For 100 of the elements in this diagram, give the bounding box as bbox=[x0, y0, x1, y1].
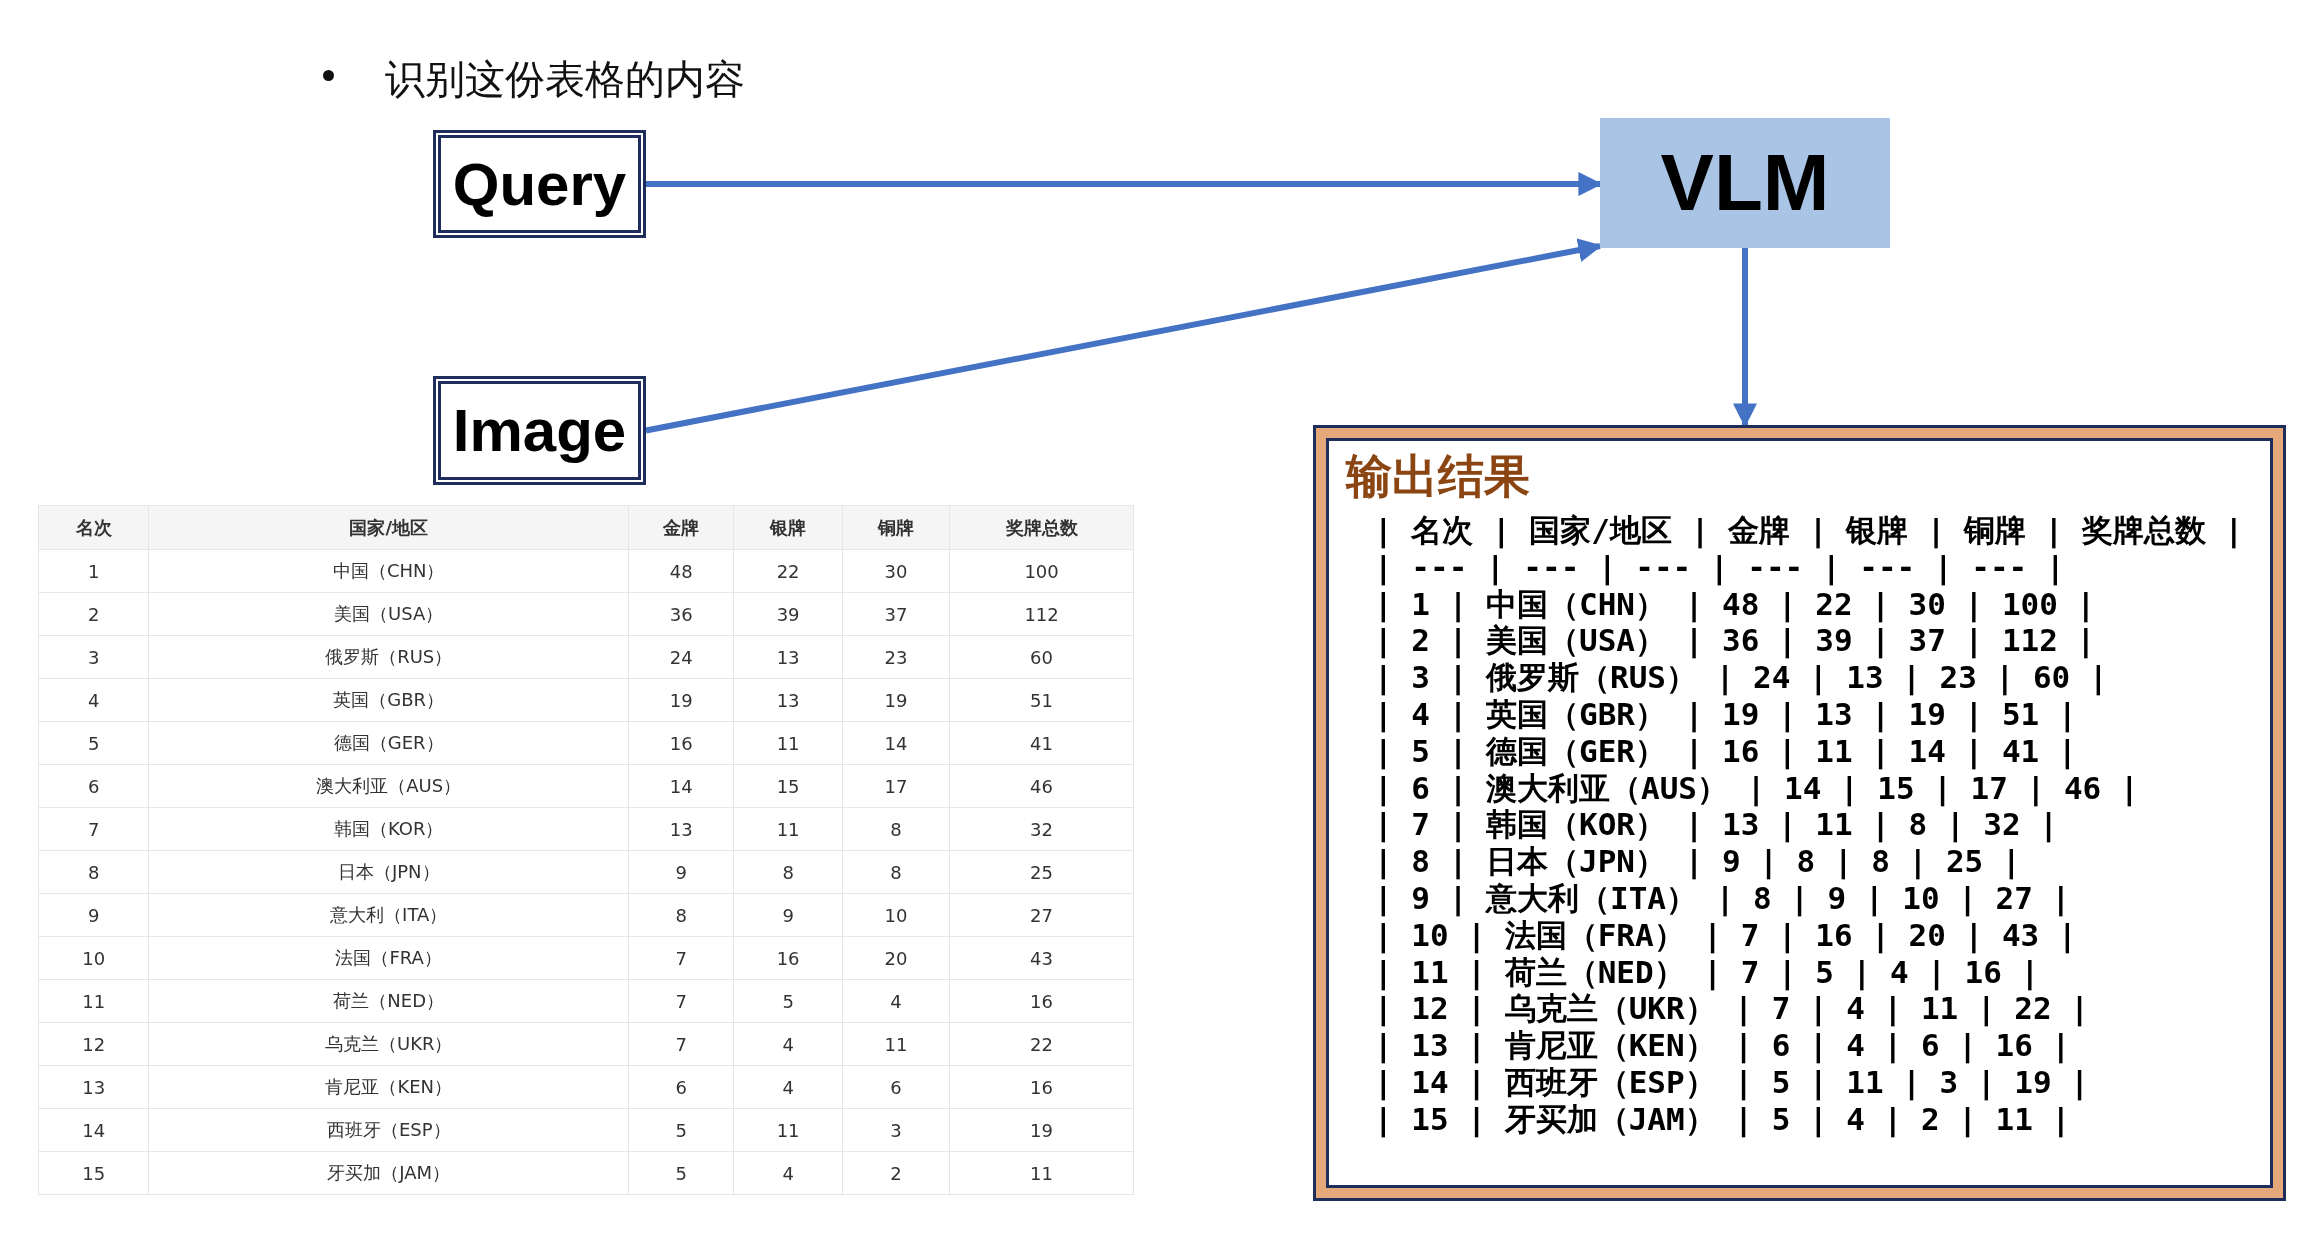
table-cell: 乌克兰（UKR） bbox=[148, 1022, 629, 1066]
table-cell: 11 bbox=[842, 1022, 950, 1066]
table-cell: 2 bbox=[38, 592, 149, 636]
note-text: 识别这份表格的内容 bbox=[385, 55, 745, 104]
table-cell: 46 bbox=[949, 764, 1134, 808]
table-cell: 3 bbox=[842, 1108, 950, 1152]
output-line: | 4 | 英国（GBR） | 19 | 13 | 19 | 51 | bbox=[1374, 696, 2077, 733]
output-line: | --- | --- | --- | --- | --- | --- | bbox=[1374, 548, 2065, 586]
table-cell: 6 bbox=[38, 764, 149, 808]
table-cell: 36 bbox=[628, 592, 734, 636]
table-cell: 15 bbox=[733, 764, 843, 808]
table-cell: 4 bbox=[38, 678, 149, 722]
table-cell: 48 bbox=[628, 549, 734, 593]
table-cell: 5 bbox=[733, 979, 843, 1023]
panel-heading: 输出结果 bbox=[1346, 448, 1530, 505]
output-panel bbox=[1316, 428, 2283, 1198]
table-cell: 西班牙（ESP） bbox=[148, 1108, 629, 1152]
table-cell: 15 bbox=[38, 1151, 149, 1195]
header-cell: 银牌 bbox=[733, 505, 843, 550]
output-line: | 1 | 中国（CHN） | 48 | 22 | 30 | 100 | bbox=[1374, 585, 2096, 623]
table-cell: 32 bbox=[949, 807, 1134, 851]
header-cell: 铜牌 bbox=[842, 505, 950, 550]
table-cell: 荷兰（NED） bbox=[148, 979, 629, 1023]
output-line: | 12 | 乌克兰（UKR） | 7 | 4 | 11 | 22 | bbox=[1374, 990, 2089, 1028]
table-cell: 16 bbox=[628, 721, 734, 765]
table-cell: 16 bbox=[949, 979, 1134, 1023]
table-cell: 7 bbox=[628, 979, 734, 1023]
table-cell: 39 bbox=[733, 592, 843, 636]
table-cell: 1 bbox=[38, 549, 149, 593]
table-cell: 4 bbox=[733, 1151, 843, 1195]
table-cell: 13 bbox=[628, 807, 734, 851]
output-line: | 6 | 澳大利亚（AUS） | 14 | 15 | 17 | 46 | bbox=[1374, 769, 2139, 807]
table-cell: 4 bbox=[733, 1065, 843, 1109]
table-cell: 13 bbox=[733, 678, 843, 722]
table-cell: 2 bbox=[842, 1151, 950, 1195]
table-cell: 22 bbox=[733, 549, 843, 593]
table-cell: 10 bbox=[842, 893, 950, 937]
box-label: VLM bbox=[1660, 137, 1830, 229]
table-cell: 12 bbox=[38, 1022, 149, 1066]
table-cell: 10 bbox=[38, 936, 149, 980]
table-cell: 9 bbox=[628, 850, 734, 894]
table-cell: 11 bbox=[733, 807, 843, 851]
header-cell: 国家/地区 bbox=[148, 505, 629, 550]
header-cell: 名次 bbox=[38, 505, 149, 550]
table-cell: 41 bbox=[949, 721, 1134, 765]
table-cell: 9 bbox=[733, 893, 843, 937]
table-cell: 美国（USA） bbox=[148, 592, 629, 636]
table-cell: 中国（CHN） bbox=[148, 549, 629, 593]
table-cell: 韩国（KOR） bbox=[148, 807, 629, 851]
table-cell: 43 bbox=[949, 936, 1134, 980]
table-cell: 25 bbox=[949, 850, 1134, 894]
image-box bbox=[433, 376, 646, 485]
table-cell: 3 bbox=[38, 635, 149, 679]
table-cell: 俄罗斯（RUS） bbox=[148, 635, 629, 679]
table-cell: 8 bbox=[842, 850, 950, 894]
output-line: | 13 | 肯尼亚（KEN） | 6 | 4 | 6 | 16 | bbox=[1374, 1027, 2071, 1064]
table-cell: 11 bbox=[949, 1151, 1134, 1195]
table-cell: 14 bbox=[38, 1108, 149, 1152]
table-cell: 24 bbox=[628, 635, 734, 679]
table-cell: 7 bbox=[628, 936, 734, 980]
table-cell: 6 bbox=[842, 1065, 950, 1109]
header-cell: 奖牌总数 bbox=[949, 505, 1134, 550]
table-cell: 9 bbox=[38, 893, 149, 937]
table-cell: 8 bbox=[842, 807, 950, 851]
table-cell: 5 bbox=[628, 1108, 734, 1152]
table-cell: 60 bbox=[949, 635, 1134, 679]
table-cell: 13 bbox=[733, 635, 843, 679]
table-cell: 19 bbox=[842, 678, 950, 722]
table-cell: 11 bbox=[733, 1108, 843, 1152]
box-label: Image bbox=[452, 396, 627, 465]
table-cell: 30 bbox=[842, 549, 950, 593]
table-cell: 100 bbox=[949, 549, 1134, 593]
output-line: | 14 | 西班牙（ESP） | 5 | 11 | 3 | 19 | bbox=[1374, 1063, 2089, 1101]
table-cell: 17 bbox=[842, 764, 950, 808]
arrow bbox=[645, 238, 1603, 434]
table-cell: 8 bbox=[38, 850, 149, 894]
table-cell: 22 bbox=[949, 1022, 1134, 1066]
table-cell: 7 bbox=[628, 1022, 734, 1066]
table-cell: 13 bbox=[38, 1065, 149, 1109]
table-cell: 23 bbox=[842, 635, 950, 679]
table-cell: 日本（JPN） bbox=[148, 850, 629, 894]
output-line: | 8 | 日本（JPN） | 9 | 8 | 8 | 25 | bbox=[1374, 843, 2021, 880]
table-cell: 16 bbox=[733, 936, 843, 980]
table-cell: 19 bbox=[949, 1108, 1134, 1152]
header-cell: 金牌 bbox=[628, 505, 734, 550]
output-line: | 5 | 德国（GER） | 16 | 11 | 14 | 41 | bbox=[1374, 732, 2077, 770]
arrow bbox=[1733, 248, 1757, 428]
table-cell: 11 bbox=[733, 721, 843, 765]
output-line: | 2 | 美国（USA） | 36 | 39 | 37 | 112 | bbox=[1374, 622, 2096, 660]
table-cell: 14 bbox=[628, 764, 734, 808]
table-cell: 意大利（ITA） bbox=[148, 893, 629, 937]
output-line: | 15 | 牙买加（JAM） | 5 | 4 | 2 | 11 | bbox=[1374, 1100, 2071, 1138]
output-line: | 11 | 荷兰（NED） | 7 | 5 | 4 | 16 | bbox=[1374, 953, 2040, 991]
table-cell: 5 bbox=[38, 721, 149, 765]
output-line: | 10 | 法国（FRA） | 7 | 16 | 20 | 43 | bbox=[1374, 916, 2077, 954]
box-label: Query bbox=[452, 149, 627, 219]
table-cell: 6 bbox=[628, 1065, 734, 1109]
model-box bbox=[1600, 118, 1890, 248]
output-line: | 3 | 俄罗斯（RUS） | 24 | 13 | 23 | 60 | bbox=[1374, 659, 2108, 696]
table-cell: 112 bbox=[949, 592, 1134, 636]
